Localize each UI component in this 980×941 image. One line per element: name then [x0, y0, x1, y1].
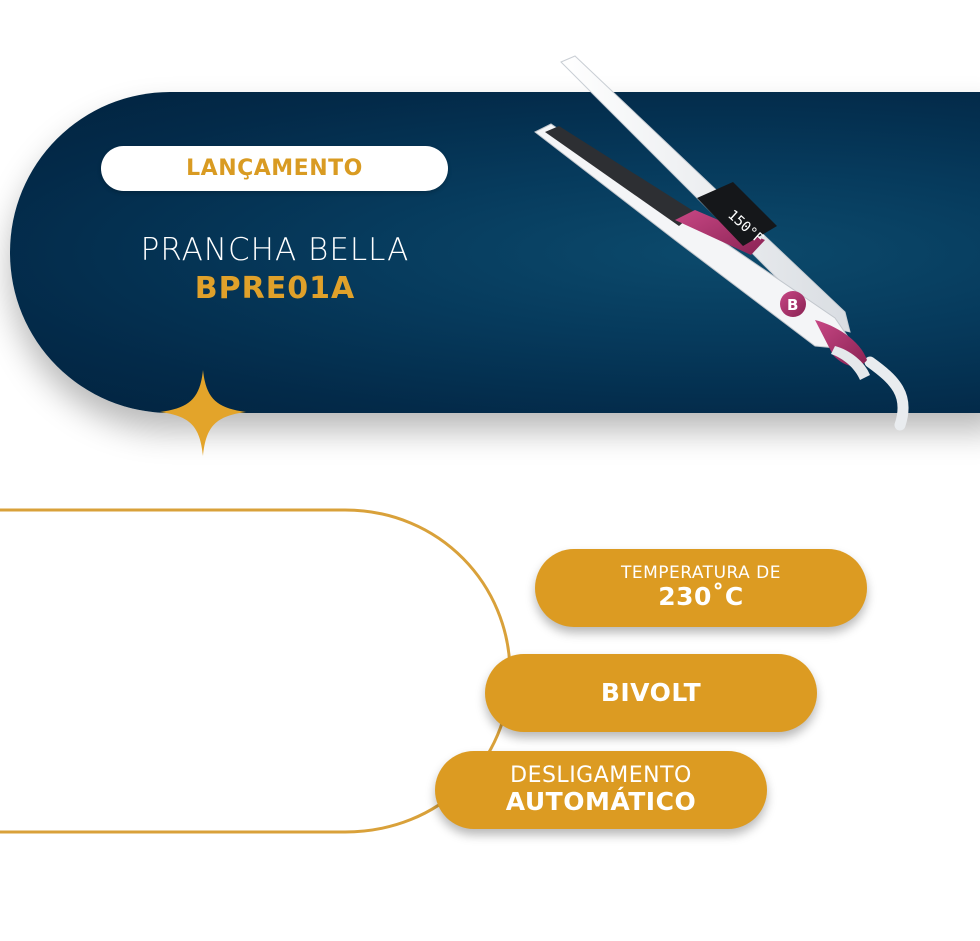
hair-straightener-image: 150°F B [534, 55, 909, 431]
feature-auto-off-line2: AUTOMÁTICO [505, 787, 697, 817]
feature-temperature-value: 230˚C [658, 582, 744, 612]
feature-auto-off: DESLIGAMENTO AUTOMÁTICO [435, 751, 767, 829]
launch-badge: LANÇAMENTO [101, 146, 448, 191]
product-model: BPRE01A [194, 271, 356, 306]
feature-auto-off-line1: DESLIGAMENTO [510, 762, 692, 788]
hero-banner [10, 92, 980, 413]
feature-temperature: TEMPERATURA DE 230˚C [535, 549, 867, 627]
feature-bivolt-label: BIVOLT [600, 677, 702, 707]
product-name: PRANCHA BELLA [140, 232, 410, 268]
launch-badge-label: LANÇAMENTO [186, 156, 363, 181]
feature-temperature-line1: TEMPERATURA DE [620, 562, 782, 583]
svg-text:B: B [787, 296, 798, 314]
sparkle-icon [160, 370, 246, 456]
feature-bivolt: BIVOLT [485, 654, 817, 732]
